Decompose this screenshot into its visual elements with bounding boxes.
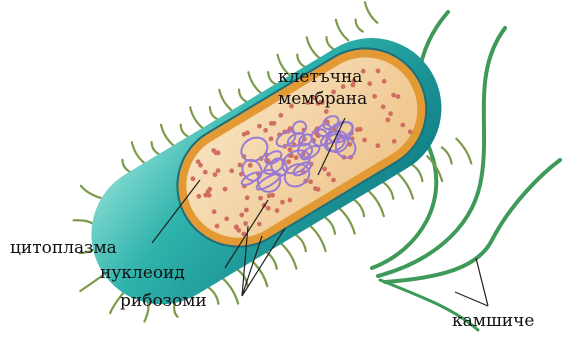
pilus bbox=[365, 2, 377, 23]
pilus bbox=[223, 279, 238, 304]
cytoplasm-label: цитоплазма bbox=[10, 238, 117, 258]
nucleoid-label: нуклеоид bbox=[100, 263, 185, 283]
ribosomes-label: рибозоми bbox=[120, 291, 207, 311]
pilus bbox=[268, 72, 275, 84]
pilus bbox=[456, 139, 471, 164]
pilus bbox=[340, 209, 355, 234]
pilus bbox=[398, 174, 413, 199]
pilus bbox=[336, 20, 348, 41]
pilus bbox=[248, 72, 260, 93]
pilus bbox=[307, 37, 319, 58]
pilus bbox=[384, 183, 394, 199]
pilus bbox=[296, 235, 306, 251]
pilus bbox=[181, 125, 188, 137]
flagella-leader-1 bbox=[476, 258, 488, 306]
pilus bbox=[356, 20, 363, 32]
pilus bbox=[325, 218, 335, 234]
pilus bbox=[161, 125, 173, 146]
membrane-label-line2: мембрана bbox=[278, 89, 367, 109]
pilus bbox=[219, 90, 231, 111]
pilus bbox=[152, 142, 159, 154]
pilus bbox=[122, 160, 129, 172]
membrane-label-line1: клетъчна bbox=[278, 67, 362, 87]
pilus bbox=[413, 165, 423, 181]
pilus bbox=[190, 107, 202, 128]
pilus bbox=[74, 220, 93, 223]
pilus bbox=[369, 191, 384, 216]
pilus bbox=[239, 90, 246, 102]
flagella-label: камшиче bbox=[452, 311, 534, 331]
pilus bbox=[442, 147, 452, 163]
pilus bbox=[81, 186, 102, 198]
pilus bbox=[252, 261, 267, 286]
pilus bbox=[311, 226, 326, 251]
flagella-leader-2 bbox=[455, 292, 488, 306]
pilus bbox=[354, 200, 364, 216]
pilus bbox=[282, 244, 297, 269]
pilus bbox=[327, 37, 334, 49]
pilus bbox=[209, 288, 219, 304]
pilus bbox=[210, 107, 217, 119]
pilus bbox=[132, 142, 144, 163]
pilus bbox=[297, 55, 304, 67]
